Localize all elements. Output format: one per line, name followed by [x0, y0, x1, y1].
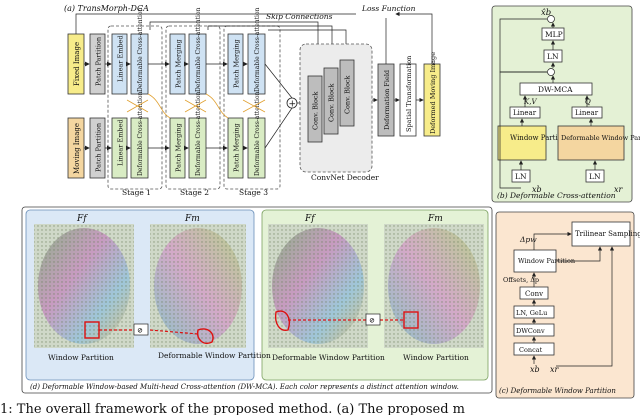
- fixed-image-label: Fixed Image: [73, 42, 81, 86]
- stage-2-box: [165, 25, 221, 190]
- xb-label-c: xb: [530, 365, 540, 374]
- ln-label-left: LN: [515, 172, 527, 181]
- dwmca-block: [519, 82, 593, 96]
- brain-fm-left: [150, 224, 246, 348]
- conv-block-2-label: Conv. Block: [328, 83, 336, 122]
- dca-stage2-top-label: Deformable Cross-attention: [195, 7, 202, 92]
- stage-2-label: Stage 2: [180, 188, 209, 197]
- loss-function-label: Loss Function: [361, 4, 416, 13]
- dwconv-label: DWConv: [516, 327, 545, 335]
- brain-fm-right: [384, 224, 484, 348]
- dca-stage2-bottom-label: Deformable Cross-attention: [195, 91, 202, 176]
- cross-symbol-left: ⊘: [137, 327, 143, 335]
- panel-b-title: (b) Deformable Cross-attention: [497, 191, 616, 200]
- window-partition-label: Window Partition: [510, 134, 572, 142]
- window-partition-caption-right: Window Partition: [403, 353, 469, 362]
- panel-d-title: (d) Deformable Window-based Multi-head C…: [30, 383, 459, 391]
- deformable-window-partition-block: [557, 125, 625, 161]
- spatial-transformation-label: Spatial Transformation: [405, 56, 413, 132]
- moving-image-label: Moving Image: [73, 123, 81, 174]
- panel-b: (b) Deformable Cross-attention x̂b MLP L…: [491, 5, 640, 203]
- panel-a-title: (a) TransMorph-DCA: [64, 4, 149, 13]
- stage-1-box: [107, 25, 163, 190]
- linear-label-left: Linear: [513, 109, 537, 117]
- conv-block-1-label: Conv. Block: [312, 91, 320, 130]
- offsets-label: Offsets, Δp: [503, 276, 539, 284]
- xr-label-c: xr: [550, 365, 560, 374]
- mlp-label: MLP: [545, 30, 563, 39]
- figure-caption: 1: The overall framework of the proposed…: [0, 402, 465, 415]
- patch-merging-s3-top-label: Patch Merging: [233, 39, 241, 88]
- deformation-field-label: Deformation Field: [383, 70, 391, 130]
- panel-a: (a) TransMorph-DCA Fixed Image Moving Im…: [64, 4, 441, 197]
- dca-stage1-top-label: Deformable Cross-attention: [137, 7, 144, 92]
- brain-ff-left: [34, 224, 134, 348]
- delta-pw-label: Δpw: [519, 235, 537, 244]
- trilinear-sampling-label: Trilinear Sampling: [575, 230, 640, 238]
- Ff-label-right: Ff: [304, 214, 316, 224]
- deformable-caption-right: Deformable Window Partition: [272, 353, 385, 362]
- flow-arrows: [84, 61, 248, 151]
- panel-c: (c) Deformable Window Partition Trilinea…: [495, 211, 640, 399]
- patch-partition-bottom-label: Patch Partition: [95, 123, 103, 172]
- cross-symbol-right: ⊘: [369, 317, 375, 325]
- window-partition-c-label: Window Partition: [518, 257, 575, 265]
- trilinear-sampling-block: [571, 221, 631, 247]
- panel-d: (d) Deformable Window-based Multi-head C…: [21, 206, 493, 394]
- brain-ff-right: [268, 224, 368, 348]
- cross-attention-icon-left: [133, 323, 149, 336]
- skip-connections-label: Skip Connections: [266, 12, 333, 21]
- Fm-label-left: Fm: [184, 214, 200, 224]
- conv-block-1: [307, 75, 323, 143]
- add-node-top: [547, 15, 555, 23]
- panel-c-title: (c) Deformable Window Partition: [499, 387, 616, 395]
- patch-partition-top-label: Patch Partition: [95, 37, 103, 86]
- loss-lines: [75, 11, 433, 64]
- q-label: Q: [585, 98, 591, 106]
- deformed-moving-image-label: Deformed Moving Image: [429, 52, 437, 134]
- output-xb-hat: x̂b: [541, 7, 551, 18]
- conv-block-3: [339, 59, 355, 127]
- patch-merging-s2-top-label: Patch Merging: [175, 39, 183, 88]
- sum-symbol: +: [289, 100, 297, 110]
- conv-block-2: [323, 67, 339, 135]
- cross-attention-icon-right: [365, 313, 381, 326]
- attention-connectors: [99, 319, 404, 335]
- dca-stage3-top-label: Deformable Cross-attention: [254, 7, 261, 92]
- cross-connections: [126, 93, 266, 119]
- stage-3-label: Stage 3: [239, 188, 268, 197]
- deformable-window-partition-label: Deformable Window Partition: [561, 134, 640, 142]
- Fm-label-right: Fm: [427, 214, 443, 224]
- kv-label: K,V: [523, 98, 537, 106]
- ln-label-right: LN: [589, 172, 601, 181]
- add-node-mid: [547, 68, 555, 76]
- xb-label: xb: [532, 185, 542, 194]
- dca-stage1-bottom-label: Deformable Cross-attention: [137, 91, 144, 176]
- conv-block-3-label: Conv. Block: [344, 75, 352, 114]
- dca-stage3-bottom-label: Deformable Cross-attention: [254, 91, 261, 176]
- patch-merging-s3-bottom-label: Patch Merging: [233, 123, 241, 172]
- conv-label-c: Conv: [525, 290, 543, 298]
- linear-label-right: Linear: [575, 109, 599, 117]
- linear-embed-bottom-label: Linear Embed: [117, 119, 125, 166]
- window-partition-block: [497, 125, 547, 161]
- xr-label: xr: [614, 185, 624, 194]
- ln-label-top: LN: [547, 52, 559, 61]
- window-partition-caption-left: Window Partition: [48, 353, 114, 362]
- Ff-label-left: Ff: [76, 214, 88, 224]
- panel-c-arrows: [531, 231, 615, 367]
- deformable-caption-left: Deformable Window Partition: [158, 351, 271, 360]
- convnet-decoder-label: ConvNet Decoder: [311, 173, 379, 182]
- dwmca-label: DW-MCA: [538, 85, 573, 94]
- ln-gelu-label: LN, GeLu: [516, 309, 547, 317]
- concat-label: Concat: [519, 346, 543, 354]
- linear-embed-top-label: Linear Embed: [117, 35, 125, 82]
- stage-1-label: Stage 1: [122, 188, 151, 197]
- patch-merging-s2-bottom-label: Patch Merging: [175, 123, 183, 172]
- panel-b-arrows: [499, 18, 598, 189]
